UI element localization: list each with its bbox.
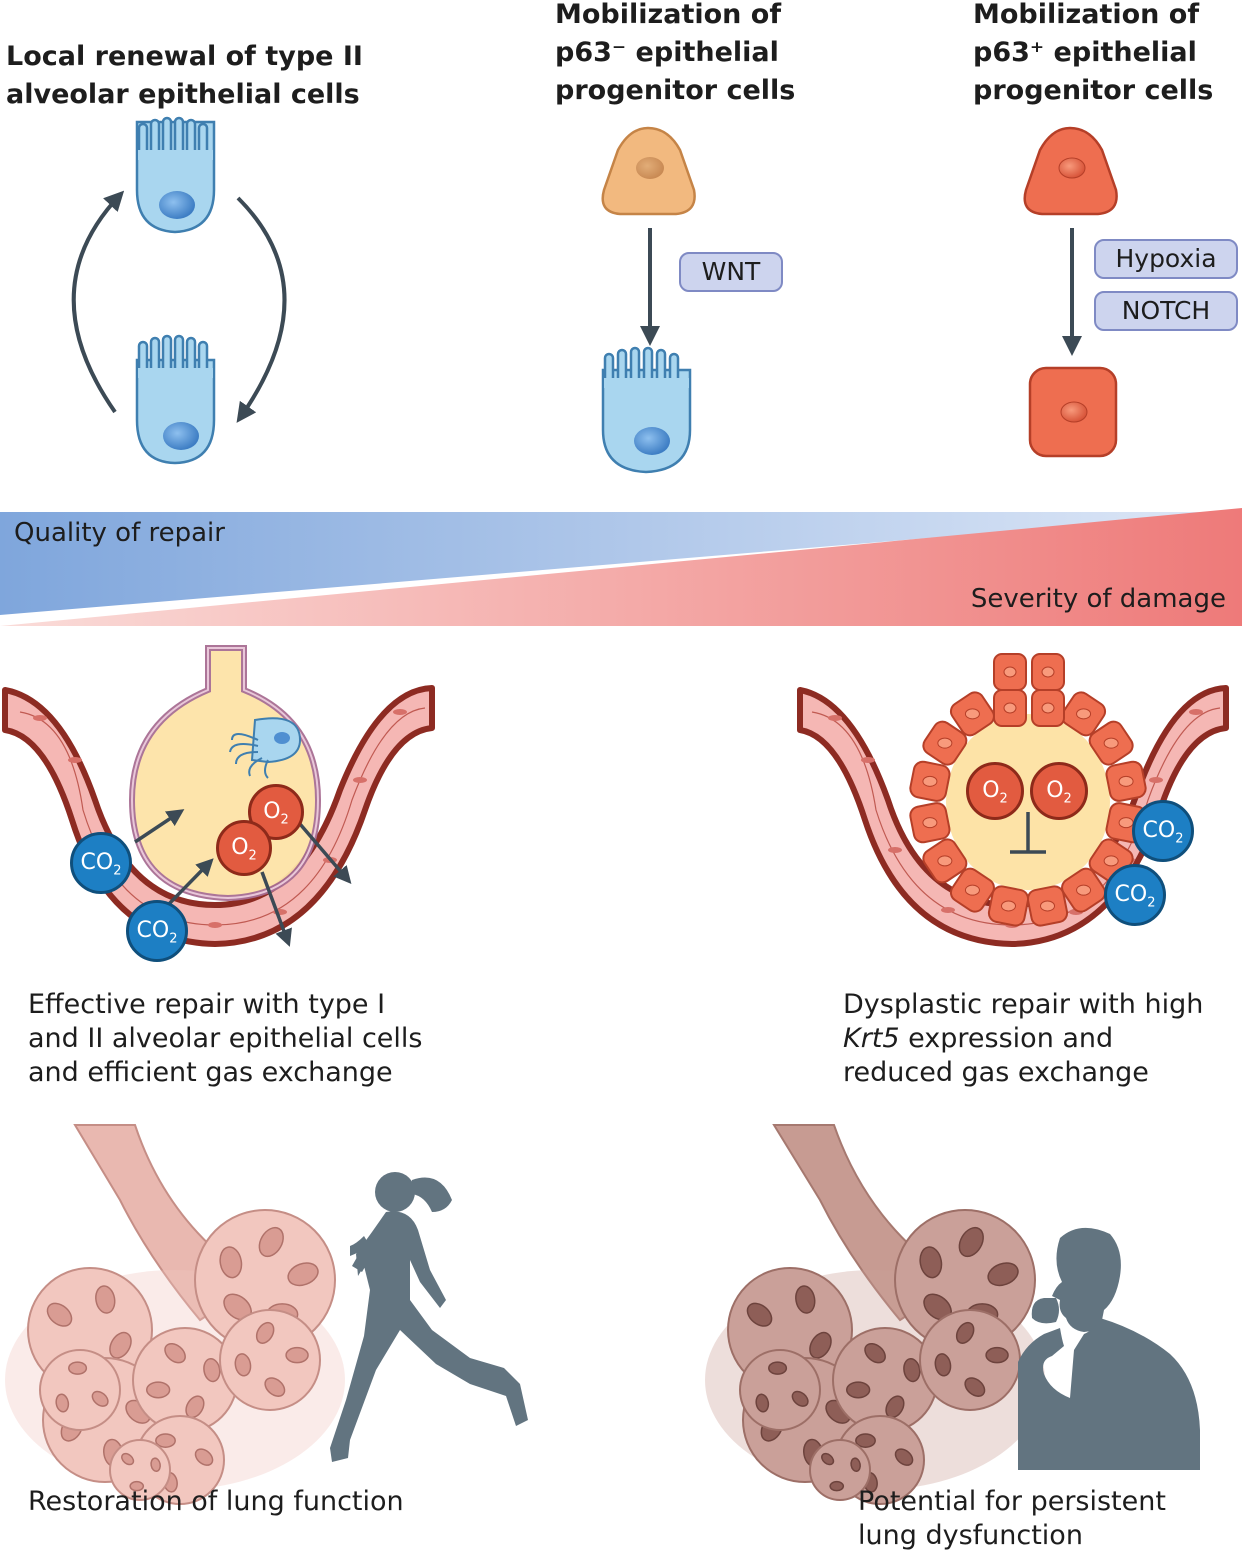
- heading-p63-negative: Mobilization of p63⁻ epithelial progenit…: [555, 0, 795, 110]
- heading-p63-positive-line2: p63⁺ epithelial: [973, 37, 1197, 68]
- p63-positive-progenitor-cell: [1023, 126, 1118, 216]
- heading-local-renewal: Local renewal of type II alveolar epithe…: [6, 38, 363, 114]
- co2-sub: 2: [1147, 895, 1156, 911]
- o2-molecule: O2: [1030, 762, 1088, 820]
- caption-effective-repair: Effective repair with type I and II alve…: [28, 988, 423, 1090]
- co2-molecule: CO2: [1104, 864, 1166, 926]
- renewal-arrow-left: [71, 190, 125, 414]
- heading-local-renewal-line2: alveolar epithelial cells: [6, 79, 360, 110]
- caption-effective-line2: and II alveolar epithelial cells: [28, 1023, 423, 1054]
- caption-persistent-line1: Potential for persistent: [858, 1486, 1166, 1517]
- effective-repair-alveolus: [2, 645, 435, 947]
- heading-p63-negative-line1: Mobilization of: [555, 0, 782, 30]
- co2-text: CO: [136, 918, 170, 943]
- co2-molecule: CO2: [126, 900, 188, 962]
- heading-local-renewal-line1: Local renewal of type II: [6, 41, 363, 72]
- coughing-man-silhouette: [1018, 1227, 1200, 1470]
- p63-negative-progenitor-cell: [601, 126, 696, 216]
- co2-sub: 2: [169, 931, 178, 947]
- caption-effective-line3: and efficient gas exchange: [28, 1057, 393, 1088]
- heading-p63-positive: Mobilization of p63⁺ epithelial progenit…: [973, 0, 1213, 110]
- severity-of-damage-label: Severity of damage: [970, 584, 1226, 614]
- o2-sub: 2: [248, 848, 257, 864]
- o2-sub: 2: [1063, 791, 1072, 807]
- caption-restoration: Restoration of lung function: [28, 1486, 404, 1517]
- co2-molecule: CO2: [70, 832, 132, 894]
- wnt-signal-label: WNT: [679, 252, 783, 292]
- caption-dysplastic-line2: Krt5 expression and: [843, 1022, 1203, 1056]
- runner-silhouette: [330, 1172, 528, 1462]
- co2-sub: 2: [113, 863, 122, 879]
- o2-text: O: [263, 799, 281, 824]
- krt5-gene-name: Krt5: [843, 1023, 900, 1054]
- caption-effective-line1: Effective repair with type I: [28, 989, 386, 1020]
- co2-molecule: CO2: [1132, 800, 1194, 862]
- co2-text: CO: [1142, 818, 1176, 843]
- co2-text: CO: [1114, 882, 1148, 907]
- notch-signal-label: NOTCH: [1094, 291, 1238, 331]
- quality-of-repair-label: Quality of repair: [14, 518, 225, 548]
- caption-dysplastic-line2-rest: expression and: [899, 1023, 1114, 1054]
- type2-cell-top: [135, 116, 216, 234]
- healthy-lung-acinus: [5, 1124, 345, 1505]
- caption-persistent-dysfunction: Potential for persistent lung dysfunctio…: [858, 1485, 1166, 1553]
- heading-p63-positive-line1: Mobilization of: [973, 0, 1200, 30]
- o2-text: O: [1046, 778, 1064, 803]
- caption-dysplastic-line1: Dysplastic repair with high: [843, 989, 1204, 1020]
- damaged-lung-acinus: [705, 1124, 1045, 1505]
- heading-p63-positive-line3: progenitor cells: [973, 75, 1214, 106]
- o2-text: O: [982, 778, 1000, 803]
- caption-dysplastic-repair: Dysplastic repair with high Krt5 express…: [843, 988, 1203, 1090]
- renewal-arrow-right: [236, 196, 287, 423]
- heading-p63-negative-line3: progenitor cells: [555, 75, 796, 106]
- severity-of-damage-wedge: [0, 508, 1242, 626]
- o2-text: O: [231, 835, 249, 860]
- o2-molecule: O2: [216, 820, 272, 876]
- hypoxia-signal-label: Hypoxia: [1094, 239, 1238, 279]
- basal-like-cell: [1028, 366, 1118, 458]
- o2-molecule: O2: [966, 762, 1024, 820]
- caption-persistent-line2: lung dysfunction: [858, 1520, 1083, 1551]
- heading-p63-negative-line2: p63⁻ epithelial: [555, 37, 779, 68]
- type2-cell-derived: [601, 346, 692, 474]
- caption-dysplastic-line3: reduced gas exchange: [843, 1057, 1149, 1088]
- o2-sub: 2: [999, 791, 1008, 807]
- type2-cell-bottom: [135, 334, 216, 465]
- co2-text: CO: [80, 850, 114, 875]
- o2-sub: 2: [280, 812, 289, 828]
- co2-sub: 2: [1175, 831, 1184, 847]
